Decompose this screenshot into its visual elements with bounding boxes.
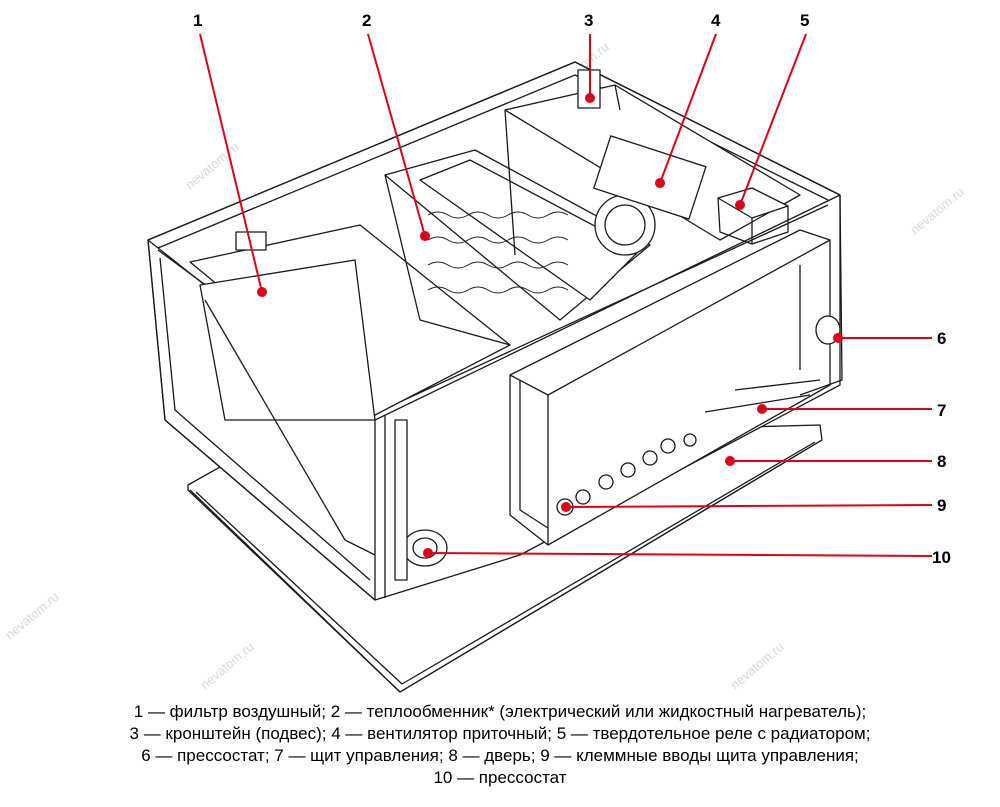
callout-numbers: 1 2 3 4 5 6 7 8 9 10 — [193, 11, 951, 567]
caption-line: 1 — фильтр воздушный; 2 — теплообменник*… — [133, 702, 867, 721]
callout-number-3: 3 — [584, 11, 593, 30]
callout-number-7: 7 — [937, 401, 946, 420]
leader-2 — [367, 33, 426, 237]
leader-1 — [199, 33, 263, 293]
housing — [147, 61, 843, 601]
callout-number-5: 5 — [800, 11, 809, 30]
dot-4 — [655, 178, 665, 188]
leader-4 — [659, 33, 717, 184]
callout-number-1: 1 — [193, 11, 202, 30]
watermark: nevatom.ru — [727, 639, 786, 692]
callout-number-4: 4 — [711, 11, 721, 30]
leader-9 — [565, 504, 933, 508]
watermark: nevatom.ru — [907, 184, 966, 237]
callout-number-10: 10 — [932, 548, 951, 567]
dot-1 — [257, 287, 267, 297]
callout-number-2: 2 — [362, 11, 371, 30]
watermark: nevatom.ru — [2, 589, 61, 642]
callout-number-8: 8 — [937, 452, 946, 471]
unit-drawing: nevatom.ru nevatom.ru nevatom.ru nevatom… — [2, 11, 967, 693]
watermark: nevatom.ru — [182, 139, 241, 192]
leader-10 — [427, 552, 933, 557]
unit-body — [147, 61, 843, 693]
legend-caption: 1 — фильтр воздушный; 2 — теплообменник*… — [0, 701, 1000, 789]
caption-line: 10 — прессостат — [433, 768, 567, 787]
leader-5 — [739, 33, 807, 206]
callout-number-6: 6 — [937, 329, 946, 348]
callout-dots — [257, 93, 843, 558]
dot-5 — [735, 200, 745, 210]
dot-10 — [423, 548, 433, 558]
dot-9 — [561, 502, 571, 512]
dot-7 — [757, 404, 767, 414]
dot-2 — [420, 231, 430, 241]
watermark: nevatom.ru — [197, 639, 256, 692]
callout-number-9: 9 — [937, 496, 946, 515]
heat-exchanger-coils — [427, 211, 569, 294]
dot-6 — [833, 333, 843, 343]
dot-3 — [585, 93, 595, 103]
dot-8 — [725, 456, 735, 466]
callout-leaders — [199, 33, 933, 557]
caption-line: 6 — прессостат; 7 — щит управления; 8 — … — [141, 746, 859, 765]
caption-line: 3 — кронштейн (подвес); 4 — вентилятор п… — [129, 724, 871, 743]
